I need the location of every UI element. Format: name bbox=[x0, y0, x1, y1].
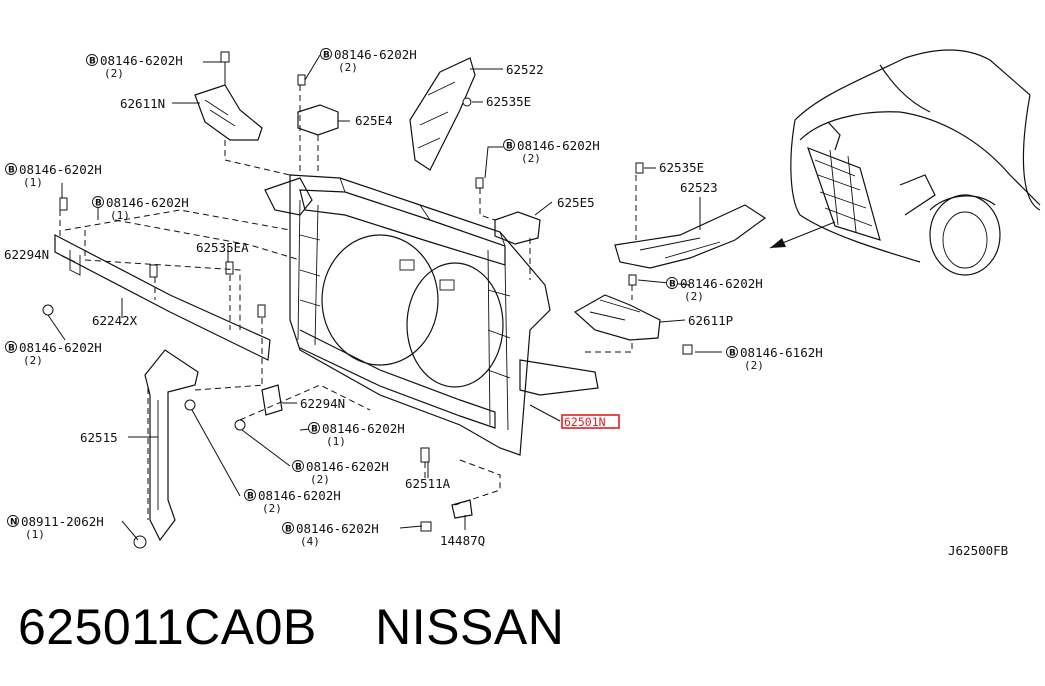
svg-text:08146-6162H: 08146-6162H bbox=[740, 345, 823, 360]
svg-text:08146-6202H: 08146-6202H bbox=[296, 521, 379, 536]
svg-text:(4): (4) bbox=[300, 535, 320, 548]
label-62522: 62522 bbox=[506, 62, 544, 77]
svg-text:B: B bbox=[89, 57, 96, 67]
label-62611P: 62611P bbox=[688, 313, 733, 328]
svg-text:B: B bbox=[8, 166, 15, 176]
label-62535E-top: 62535E bbox=[486, 94, 531, 109]
svg-text:(2): (2) bbox=[262, 502, 282, 515]
svg-text:B: B bbox=[8, 344, 15, 354]
bracket-625E4 bbox=[297, 74, 339, 136]
svg-text:B: B bbox=[323, 51, 330, 61]
svg-text:N: N bbox=[10, 518, 18, 528]
leader-lines bbox=[47, 54, 722, 541]
bracket-62522 bbox=[409, 57, 476, 171]
fastener-label: B 08146-6202H (2) bbox=[503, 138, 600, 165]
label-62535E-right: 62535E bbox=[659, 160, 704, 175]
part-number-caption: 625011CA0B bbox=[18, 599, 317, 655]
label-62511A: 62511A bbox=[405, 476, 451, 491]
label-62515: 62515 bbox=[80, 430, 118, 445]
clip-62294N bbox=[234, 384, 283, 431]
bracket-62611N bbox=[194, 51, 263, 141]
svg-text:(1): (1) bbox=[25, 528, 45, 541]
fastener-label: B 08146-6202H (2) bbox=[86, 53, 183, 80]
svg-text:B: B bbox=[95, 199, 102, 209]
fastener-labels: B 08146-6202H (2) B 08146-6202H (2) B 08… bbox=[5, 47, 823, 548]
svg-text:B: B bbox=[506, 142, 513, 152]
label-62242X: 62242X bbox=[92, 313, 138, 328]
fastener-label: B 08146-6202H (4) bbox=[282, 521, 379, 548]
svg-text:B: B bbox=[729, 349, 736, 359]
svg-text:08146-6202H: 08146-6202H bbox=[306, 459, 389, 474]
panel-62515 bbox=[133, 349, 199, 549]
svg-text:(1): (1) bbox=[23, 176, 43, 189]
svg-text:08146-6202H: 08146-6202H bbox=[680, 276, 763, 291]
svg-text:(2): (2) bbox=[310, 473, 330, 486]
part-labels: 62611N 62522 62535E 625E4 625E5 62535E 6… bbox=[4, 62, 1008, 558]
label-62523: 62523 bbox=[680, 180, 718, 195]
label-625E4: 625E4 bbox=[355, 113, 393, 128]
part-caption: 625011CA0B NISSAN bbox=[18, 598, 564, 656]
bracket-625E5 bbox=[475, 177, 541, 245]
svg-text:B: B bbox=[285, 525, 292, 535]
label-62294N-left: 62294N bbox=[4, 247, 49, 262]
bar-62242X bbox=[42, 197, 271, 361]
fastener-label: B 08146-6202H (1) bbox=[308, 421, 405, 448]
label-62535EA: 62535EA bbox=[196, 240, 249, 255]
fastener-label: B 08146-6202H (2) bbox=[244, 488, 341, 515]
svg-text:08146-6202H: 08146-6202H bbox=[100, 53, 183, 68]
svg-text:B: B bbox=[669, 280, 676, 290]
svg-text:(2): (2) bbox=[104, 67, 124, 80]
svg-text:B: B bbox=[311, 425, 318, 435]
fastener-label: B 08146-6202H (2) bbox=[292, 459, 389, 486]
radiator-core-support bbox=[264, 174, 599, 456]
label-14487Q: 14487Q bbox=[440, 533, 485, 548]
svg-text:(1): (1) bbox=[110, 209, 130, 222]
svg-text:08146-6202H: 08146-6202H bbox=[19, 340, 102, 355]
svg-text:08146-6202H: 08146-6202H bbox=[258, 488, 341, 503]
parts-diagram: 62611N 62522 62535E 625E4 625E5 62535E 6… bbox=[4, 47, 1041, 558]
svg-text:(2): (2) bbox=[744, 359, 764, 372]
vehicle-locator-illustration bbox=[769, 49, 1041, 276]
fastener-label: B 08146-6202H (1) bbox=[5, 162, 102, 189]
svg-text:(2): (2) bbox=[521, 152, 541, 165]
fastener-label: B 08146-6202H (2) bbox=[5, 340, 102, 367]
highlight-62501N-box bbox=[561, 414, 620, 429]
fastener-label: B 08146-6202H (2) bbox=[320, 47, 417, 74]
figure-code: J62500FB bbox=[948, 543, 1008, 558]
fastener-label: B 08146-6202H (2) bbox=[666, 276, 763, 303]
fastener-label: B 08146-6202H (1) bbox=[92, 195, 189, 222]
bracket-62523 bbox=[614, 162, 767, 269]
svg-text:08146-6202H: 08146-6202H bbox=[322, 421, 405, 436]
svg-text:(2): (2) bbox=[23, 354, 43, 367]
label-625E5: 625E5 bbox=[557, 195, 595, 210]
svg-text:08146-6202H: 08146-6202H bbox=[19, 162, 102, 177]
bracket-62611P bbox=[573, 274, 693, 355]
fastener-label: N 08911-2062H (1) bbox=[7, 514, 104, 541]
svg-text:(2): (2) bbox=[684, 290, 704, 303]
assembly-guides bbox=[59, 85, 637, 520]
brand-caption: NISSAN bbox=[375, 599, 565, 655]
svg-text:(1): (1) bbox=[326, 435, 346, 448]
fastener-label: B 08146-6162H (2) bbox=[726, 345, 823, 372]
svg-text:B: B bbox=[295, 463, 302, 473]
svg-text:08911-2062H: 08911-2062H bbox=[21, 514, 104, 529]
svg-text:B: B bbox=[247, 492, 254, 502]
svg-text:(2): (2) bbox=[338, 61, 358, 74]
label-62501N: 62501N bbox=[564, 415, 606, 429]
svg-text:08146-6202H: 08146-6202H bbox=[106, 195, 189, 210]
label-62611N: 62611N bbox=[120, 96, 165, 111]
svg-text:08146-6202H: 08146-6202H bbox=[517, 138, 600, 153]
svg-text:08146-6202H: 08146-6202H bbox=[334, 47, 417, 62]
label-62294N-center: 62294N bbox=[300, 396, 345, 411]
